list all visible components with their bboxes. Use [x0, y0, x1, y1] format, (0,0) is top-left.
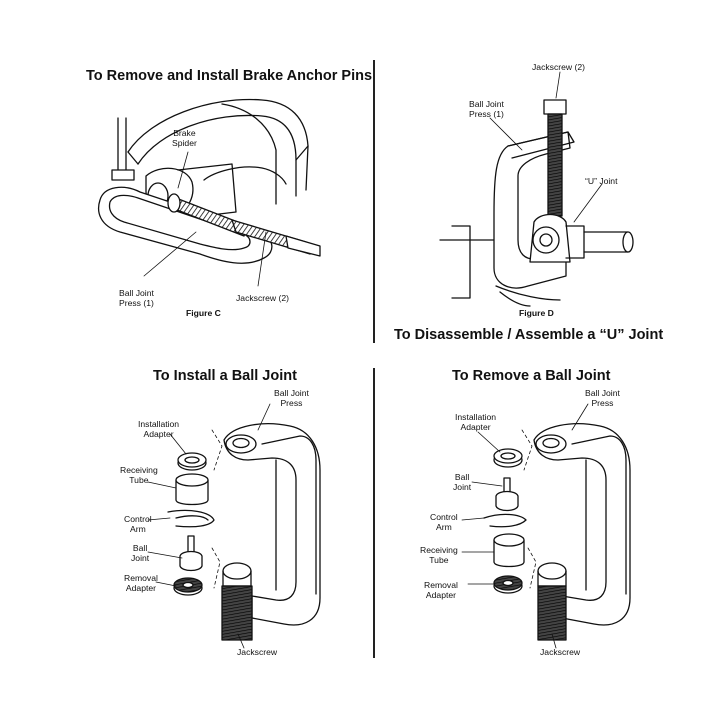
label-line: Adapter	[125, 583, 157, 593]
divider-top	[373, 60, 375, 343]
fig-d-ball-joint-press-label: Ball Joint Press (1)	[469, 99, 504, 119]
label-line: Control	[124, 514, 152, 524]
fig-d-jackscrew-label: Jackscrew (2)	[532, 62, 586, 72]
remove-jackscrew-label: Jackscrew	[540, 647, 581, 657]
label-line: Ball	[454, 472, 470, 482]
label-line: Receiving	[120, 465, 158, 475]
fig-c-ball-joint-press-label: Ball Joint Press (1)	[119, 288, 154, 308]
label-line: Control	[430, 512, 458, 522]
label-line: Press (1)	[119, 298, 154, 308]
install-drawing	[147, 403, 321, 649]
label-line: Receiving	[420, 545, 458, 555]
remove-removal-adapter-label: Removal Adapter	[424, 580, 458, 600]
label-line: Brake	[173, 128, 196, 138]
label-line: Removal	[124, 573, 158, 583]
fig-c-caption: Figure C	[186, 308, 221, 318]
divider-bottom	[373, 368, 375, 658]
label-line: Ball Joint	[469, 99, 504, 109]
remove-installation-adapter-label: Installation Adapter	[455, 412, 496, 432]
label-line: Tube	[129, 475, 149, 485]
label-line: Press	[280, 398, 303, 408]
fig-c-jackscrew-label: Jackscrew (2)	[236, 293, 290, 303]
label-line: Removal	[424, 580, 458, 590]
install-ball-joint-press-label: Ball Joint Press	[274, 388, 309, 408]
install-control-arm-label: Control Arm	[124, 514, 152, 534]
label-line: Ball Joint	[119, 288, 154, 298]
remove-receiving-tube-label: Receiving Tube	[420, 545, 458, 565]
remove-control-arm-label: Control Arm	[430, 512, 458, 532]
install-installation-adapter-label: Installation Adapter	[138, 419, 179, 439]
label-line: Press (1)	[469, 109, 504, 119]
label-line: Joint	[453, 482, 472, 492]
label-line: Installation	[455, 412, 497, 422]
label-line: Adapter	[460, 422, 491, 432]
label-line: Arm	[435, 522, 452, 532]
remove-drawing	[461, 403, 631, 649]
install-ball-joint-label: Ball Joint	[131, 543, 149, 563]
remove-ball-joint-label: Ball Joint	[453, 472, 471, 492]
title-remove-ball-joint: To Remove a Ball Joint	[452, 368, 611, 384]
label-line: Joint	[131, 553, 150, 563]
title-anchor-pins: To Remove and Install Brake Anchor Pins	[86, 68, 373, 84]
fig-d-u-joint-label: “U” Joint	[585, 176, 618, 186]
install-receiving-tube-label: Receiving Tube	[120, 465, 158, 485]
label-line: Ball Joint	[585, 388, 620, 398]
label-line: Ball	[132, 543, 148, 553]
title-install-ball-joint: To Install a Ball Joint	[153, 368, 297, 384]
install-removal-adapter-label: Removal Adapter	[124, 573, 158, 593]
label-line: Installation	[138, 419, 180, 429]
title-u-joint: To Disassemble / Assemble a “U” Joint	[394, 327, 664, 343]
remove-ball-joint-press-label: Ball Joint Press	[585, 388, 620, 408]
label-line: Ball Joint	[274, 388, 309, 398]
install-jackscrew-label: Jackscrew	[237, 647, 278, 657]
figure-c-drawing	[97, 98, 321, 287]
label-line: Tube	[429, 555, 449, 565]
label-line: Spider	[172, 138, 197, 148]
label-line: Arm	[129, 524, 146, 534]
figure-d-drawing	[439, 71, 634, 307]
label-line: Press	[591, 398, 614, 408]
label-line: Adapter	[143, 429, 174, 439]
label-line: Adapter	[425, 590, 457, 600]
fig-c-brake-spider-label: Brake Spider	[172, 128, 197, 148]
fig-d-caption: Figure D	[519, 308, 554, 318]
